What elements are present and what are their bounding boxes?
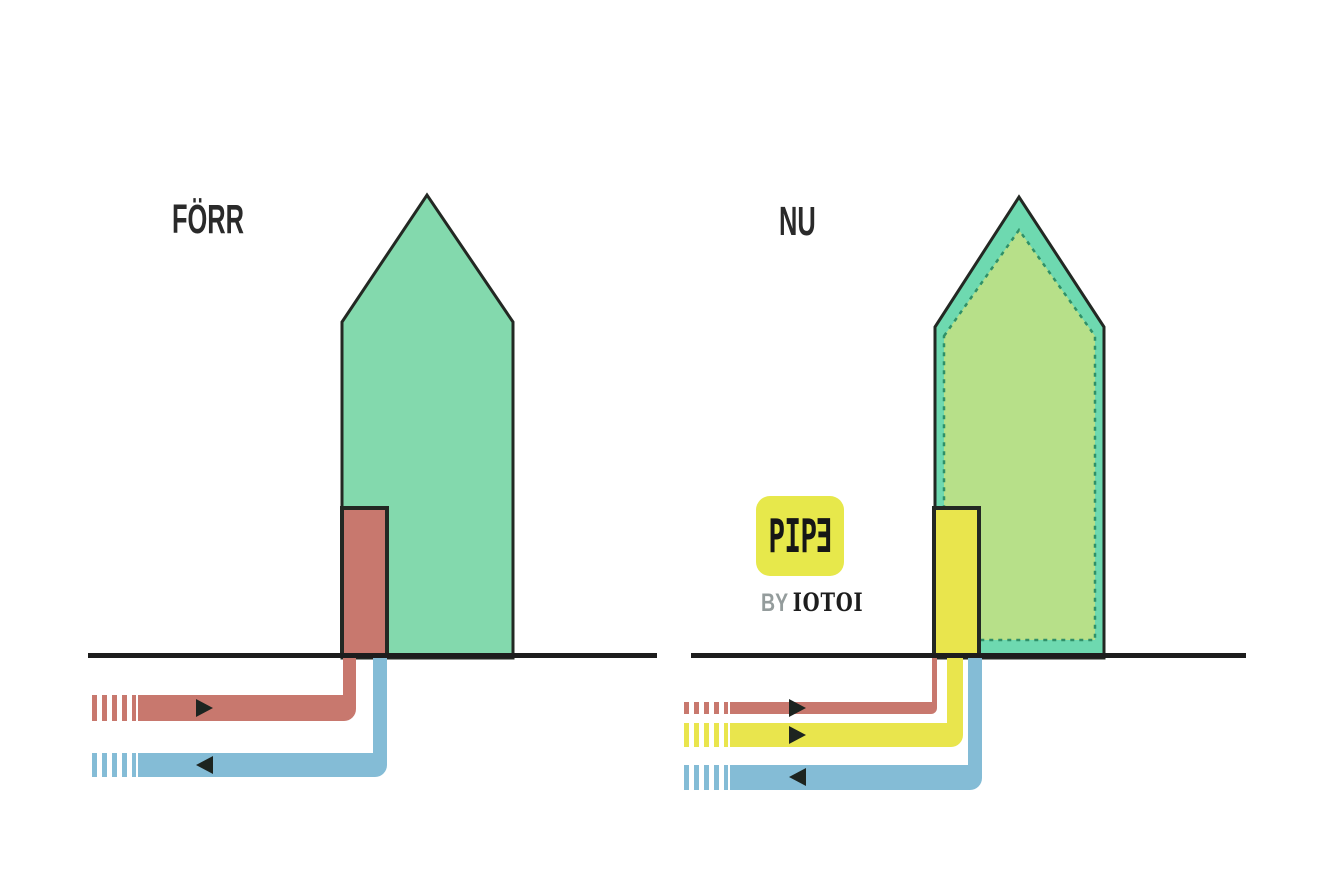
pipe-logo-badge: PIPE: [756, 496, 844, 576]
pipe-logo-text-prefix: PIP: [767, 509, 817, 563]
before-return-pipe-riser: [373, 656, 387, 758]
flow-arrow-right-icon: [789, 726, 806, 744]
now-pipe-system-dashed-start: [684, 723, 728, 747]
now-pipe-system-horizontal: [730, 723, 963, 747]
now-return-pipe-riser: [968, 656, 982, 768]
before-supply-pipe-dashed-start: [92, 695, 136, 721]
now-ground-line: [691, 653, 1246, 658]
flow-arrow-right-icon: [789, 699, 806, 717]
byline: BY IOTOI: [761, 590, 863, 616]
flow-arrow-left-icon: [196, 756, 213, 774]
before-supply-pipe-riser: [343, 656, 356, 702]
before-supply-pipe-horizontal: [138, 695, 356, 721]
now-supply-pipe-dashed-start: [684, 702, 728, 714]
before-return-pipe-dashed-start: [92, 753, 136, 777]
now-supply-pipe-horizontal: [730, 702, 937, 714]
pipe-logo-reversed-e: E: [816, 509, 833, 563]
byline-brand-name: IOTOI: [792, 588, 864, 617]
now-pipe-system-riser: [947, 656, 963, 728]
now-panel-label: NU: [779, 198, 816, 244]
now-return-pipe-horizontal: [730, 765, 982, 790]
flow-arrow-left-icon: [789, 768, 806, 786]
now-house-door: [932, 506, 981, 658]
flow-arrow-right-icon: [196, 699, 213, 717]
now-return-pipe-dashed-start: [684, 765, 728, 790]
byline-by-label: BY: [761, 589, 789, 617]
now-supply-pipe-riser: [932, 656, 937, 706]
before-return-pipe-horizontal: [138, 753, 387, 777]
before-house-door: [340, 506, 389, 658]
before-ground-line: [88, 653, 657, 658]
before-panel-label: FÖRR: [172, 196, 245, 242]
pipe-logo-text: PIPE: [768, 509, 833, 563]
